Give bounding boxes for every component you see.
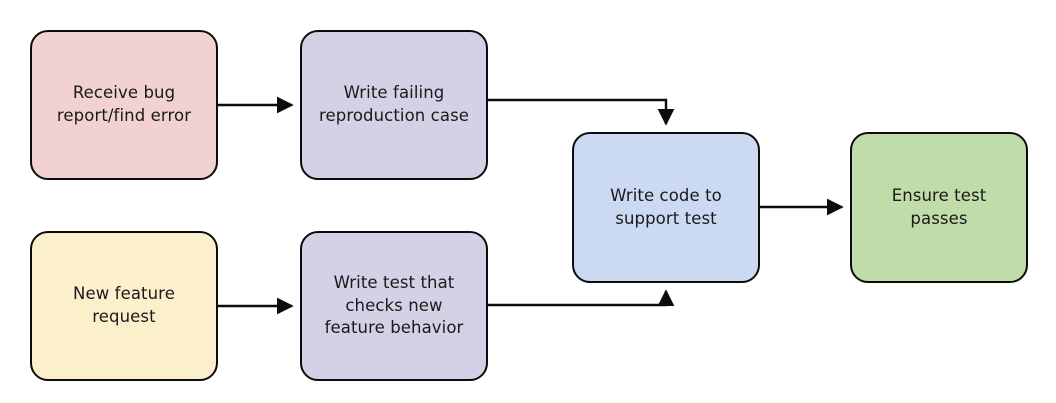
edge-failing-test-to-write-code [488, 98, 675, 126]
node-write-test-checks-new-feature-behavior[interactable]: Write test that checks new feature behav… [300, 231, 488, 381]
node-label: Write code to support test [610, 185, 722, 228]
node-new-feature-request[interactable]: New feature request [30, 231, 218, 381]
node-label: New feature request [73, 284, 175, 326]
node-label: Receive bug report/find error [56, 83, 192, 125]
node-label: Write failing reproduction case [318, 83, 470, 125]
node-label: Ensure test passes [891, 185, 987, 228]
node-label: Write test that checks new feature behav… [324, 272, 464, 338]
node-write-code-to-support-test[interactable]: Write code to support test [572, 132, 760, 283]
edge-feature-test-to-write-code [488, 289, 675, 307]
node-ensure-test-passes[interactable]: Ensure test passes [850, 132, 1028, 283]
node-receive-bug-report[interactable]: Receive bug report/find error [30, 30, 218, 180]
node-write-failing-reproduction-case[interactable]: Write failing reproduction case [300, 30, 488, 180]
